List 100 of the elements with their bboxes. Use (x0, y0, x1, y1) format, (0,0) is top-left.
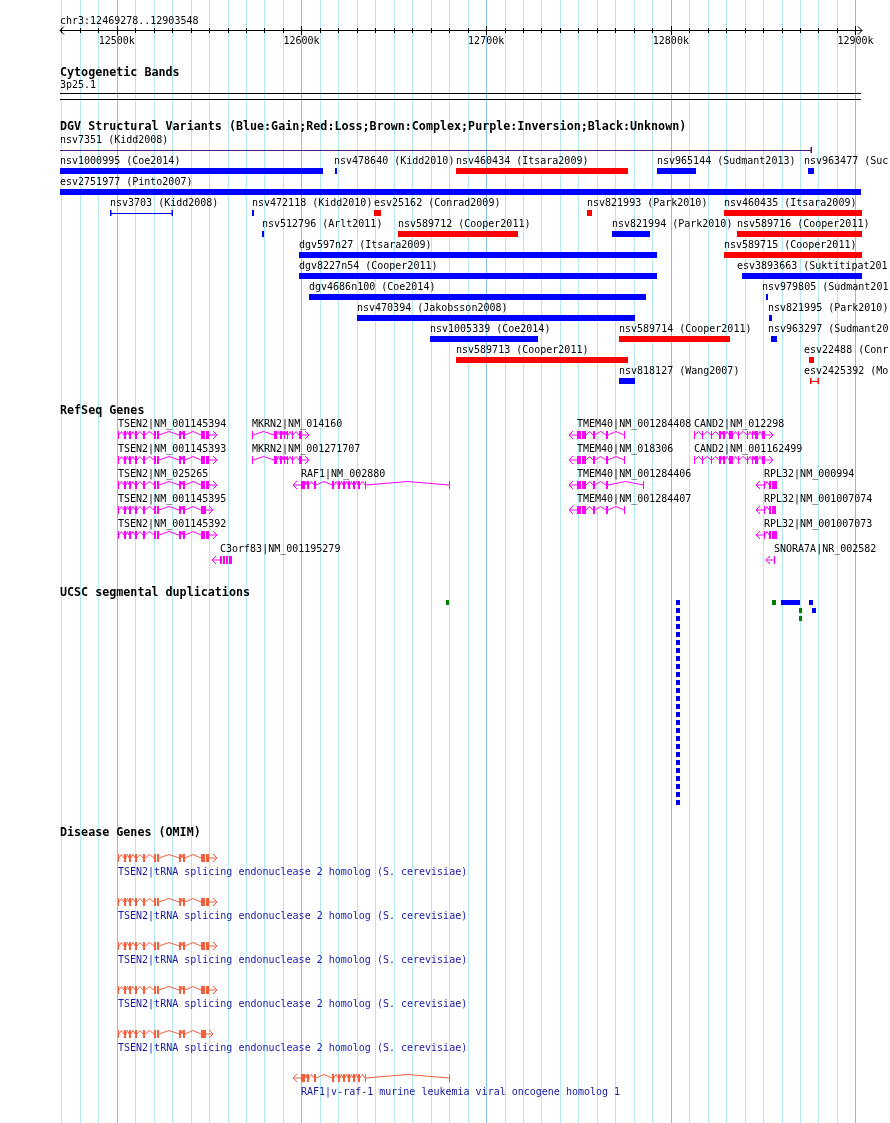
gene-label: TMEM40|NM_001284406 (577, 468, 692, 479)
duplication-block (676, 712, 680, 717)
track-heading: UCSC segmental duplications (60, 586, 250, 599)
gene-label: SNORA7A|NR_002582 (774, 543, 877, 554)
variant-label: nsv1005339 (Coe2014) (430, 323, 551, 334)
duplication-block (676, 664, 680, 669)
tick-label: 12800k (652, 35, 689, 46)
duplication-block (676, 744, 680, 749)
variant-label: nsv965144 (Sudmant2013) (657, 155, 796, 166)
gene-label: CAND2|NM_012298 (694, 418, 785, 429)
duplication-block (676, 624, 680, 629)
tick-label: 12500k (98, 35, 135, 46)
gene-label: TMEM40|NM_001284407 (577, 493, 692, 504)
variant-label: nsv470394 (Jakobsson2008) (357, 302, 508, 313)
disease-gene-label: TSEN2|tRNA splicing endonuclease 2 homolog (S. cerevisiae) (118, 910, 468, 921)
gene-label: C3orf83|NM_001195279 (220, 543, 341, 554)
duplication-block (676, 640, 680, 645)
tick-label: 12700k (468, 35, 505, 46)
variant-label: nsv963297 (Sudmant20 (768, 323, 889, 334)
variant-label: nsv818127 (Wang2007) (619, 365, 740, 376)
duplication-block (676, 600, 680, 605)
variant-label: nsv589712 (Cooper2011) (398, 218, 531, 229)
duplication-block (799, 608, 802, 613)
variant-label: nsv460434 (Itsara2009) (456, 155, 589, 166)
variant-label: nsv589715 (Cooper2011) (724, 239, 857, 250)
gene-label: TMEM40|NM_001284408 (577, 418, 692, 429)
variant-label: esv2751977 (Pinto2007) (60, 176, 193, 187)
variant-label: nsv963477 (Suc (804, 155, 889, 166)
gene-label: MKRN2|NM_001271707 (252, 443, 361, 454)
duplication-block (676, 656, 680, 661)
variant-label: dgv4686n100 (Coe2014) (309, 281, 436, 292)
track-heading: RefSeq Genes (60, 404, 145, 417)
variant-label: nsv821994 (Park2010) (612, 218, 733, 229)
duplication-block (676, 696, 680, 701)
tick-label: 12600k (283, 35, 320, 46)
duplication-block (772, 600, 776, 605)
coordinate-range-label: chr3:12469278..12903548 (60, 15, 199, 26)
variant-label: esv2425392 (Mo (804, 365, 889, 376)
variant-label: dgv597n27 (Itsara2009) (299, 239, 432, 250)
duplication-block (676, 688, 680, 693)
variant-label: esv25162 (Conrad2009) (374, 197, 501, 208)
variant-label: nsv589713 (Cooper2011) (456, 344, 589, 355)
variant-label: nsv979805 (Sudmant201 (762, 281, 889, 292)
duplication-block (676, 792, 680, 797)
gene-label: RPL32|NM_001007074 (764, 493, 873, 504)
duplication-block (676, 736, 680, 741)
variant-label: nsv1000995 (Coe2014) (60, 155, 181, 166)
gene-label: RPL32|NM_000994 (764, 468, 855, 479)
gene-label: TSEN2|NM_001145394 (118, 418, 227, 429)
duplication-block (446, 600, 449, 605)
disease-gene-label: TSEN2|tRNA splicing endonuclease 2 homolog (S. cerevisiae) (118, 866, 468, 877)
disease-gene-label: TSEN2|tRNA splicing endonuclease 2 homolog (S. cerevisiae) (118, 1042, 468, 1053)
gene-label: RAF1|NM_002880 (301, 468, 386, 479)
variant-label: dgv8227n54 (Cooper2011) (299, 260, 438, 271)
duplication-block (676, 648, 680, 653)
duplication-block (676, 680, 680, 685)
gene-label: TMEM40|NM_018306 (577, 443, 674, 454)
variant-label: nsv512796 (Arlt2011) (262, 218, 383, 229)
band-label: 3p25.1 (60, 79, 97, 90)
duplication-block (676, 760, 680, 765)
gene-label: MKRN2|NM_014160 (252, 418, 343, 429)
variant-label: nsv7351 (Kidd2008) (60, 134, 169, 145)
gene-label: TSEN2|NM_001145395 (118, 493, 227, 504)
variant-label: nsv589716 (Cooper2011) (737, 218, 870, 229)
track-heading: Disease Genes (OMIM) (60, 826, 201, 839)
duplication-block (781, 600, 800, 605)
duplication-block (676, 632, 680, 637)
duplication-block (799, 616, 802, 621)
variant-label: nsv3703 (Kidd2008) (110, 197, 219, 208)
variant-label: esv3893663 (Suktitipat201 (737, 260, 888, 271)
gene-label: RPL32|NM_001007073 (764, 518, 873, 529)
duplication-block (676, 616, 680, 621)
duplication-block (676, 800, 680, 805)
disease-gene-label: RAF1|v-raf-1 murine leukemia viral oncogene homolog 1 (301, 1086, 621, 1097)
duplication-block (809, 600, 813, 605)
variant-label: nsv472118 (Kidd2010) (252, 197, 373, 208)
duplication-block (676, 672, 680, 677)
variant-label: nsv478640 (Kidd2010) (334, 155, 455, 166)
duplication-block (676, 752, 680, 757)
gene-label: CAND2|NM_001162499 (694, 443, 803, 454)
variant-label: nsv821995 (Park2010) (768, 302, 889, 313)
gene-label: TSEN2|NM_025265 (118, 468, 209, 479)
duplication-block (676, 704, 680, 709)
disease-gene-label: TSEN2|tRNA splicing endonuclease 2 homolog (S. cerevisiae) (118, 998, 468, 1009)
duplication-block (676, 608, 680, 613)
track-heading: Cytogenetic Bands (60, 66, 180, 79)
duplication-block (676, 776, 680, 781)
gene-label: TSEN2|NM_001145392 (118, 518, 227, 529)
duplication-block (812, 608, 816, 613)
variant-label: nsv821993 (Park2010) (587, 197, 708, 208)
variant-label: nsv589714 (Cooper2011) (619, 323, 752, 334)
duplication-block (676, 784, 680, 789)
disease-gene-label: TSEN2|tRNA splicing endonuclease 2 homolog (S. cerevisiae) (118, 954, 468, 965)
variant-label: esv22488 (Conr (804, 344, 889, 355)
duplication-block (676, 728, 680, 733)
variant-label: nsv460435 (Itsara2009) (724, 197, 857, 208)
duplication-block (676, 720, 680, 725)
tick-label: 12900k (837, 35, 874, 46)
gene-label: TSEN2|NM_001145393 (118, 443, 227, 454)
track-heading: DGV Structural Variants (Blue:Gain;Red:Loss;Brown:Complex;Purple:Inversion;Black:Unknown) (60, 120, 687, 133)
